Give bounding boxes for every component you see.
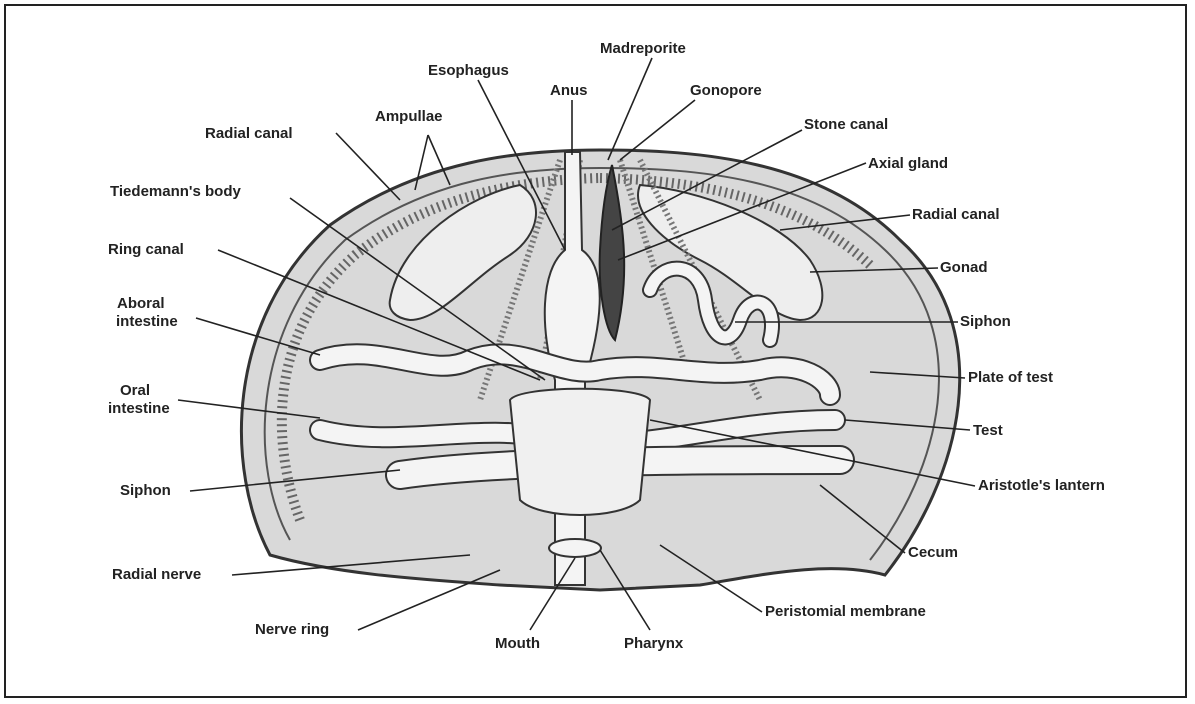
label-test: Test <box>973 422 1003 440</box>
label-oral-intestine-line1: Oral <box>120 382 150 400</box>
label-gonad: Gonad <box>940 259 988 277</box>
label-radial-canal-left: Radial canal <box>205 125 293 143</box>
label-axial-gland: Axial gland <box>868 155 948 173</box>
label-gonopore: Gonopore <box>690 82 762 100</box>
label-plate-of-test: Plate of test <box>968 369 1053 387</box>
label-ring-canal: Ring canal <box>108 241 184 259</box>
label-cecum: Cecum <box>908 544 958 562</box>
aristotles-lantern-shape <box>510 389 650 515</box>
label-radial-nerve: Radial nerve <box>112 566 201 584</box>
label-nerve-ring: Nerve ring <box>255 621 329 639</box>
label-peristomial-membrane: Peristomial membrane <box>765 603 926 621</box>
label-madreporite: Madreporite <box>600 40 686 58</box>
label-tiedemanns-body: Tiedemann's body <box>110 183 241 201</box>
label-aboral-intestine-line2: intestine <box>116 313 178 331</box>
label-siphon-left: Siphon <box>120 482 171 500</box>
label-anus: Anus <box>550 82 588 100</box>
label-siphon-right: Siphon <box>960 313 1011 331</box>
label-aristotles-lantern: Aristotle's lantern <box>978 477 1105 495</box>
label-ampullae: Ampullae <box>375 108 443 126</box>
label-mouth: Mouth <box>495 635 540 653</box>
label-oral-intestine-line2: intestine <box>108 400 170 418</box>
label-aboral-intestine-line1: Aboral <box>117 295 165 313</box>
label-esophagus: Esophagus <box>428 62 509 80</box>
label-stone-canal: Stone canal <box>804 116 888 134</box>
nerve-ring-shape <box>549 539 601 557</box>
label-pharynx: Pharynx <box>624 635 683 653</box>
label-radial-canal-right: Radial canal <box>912 206 1000 224</box>
